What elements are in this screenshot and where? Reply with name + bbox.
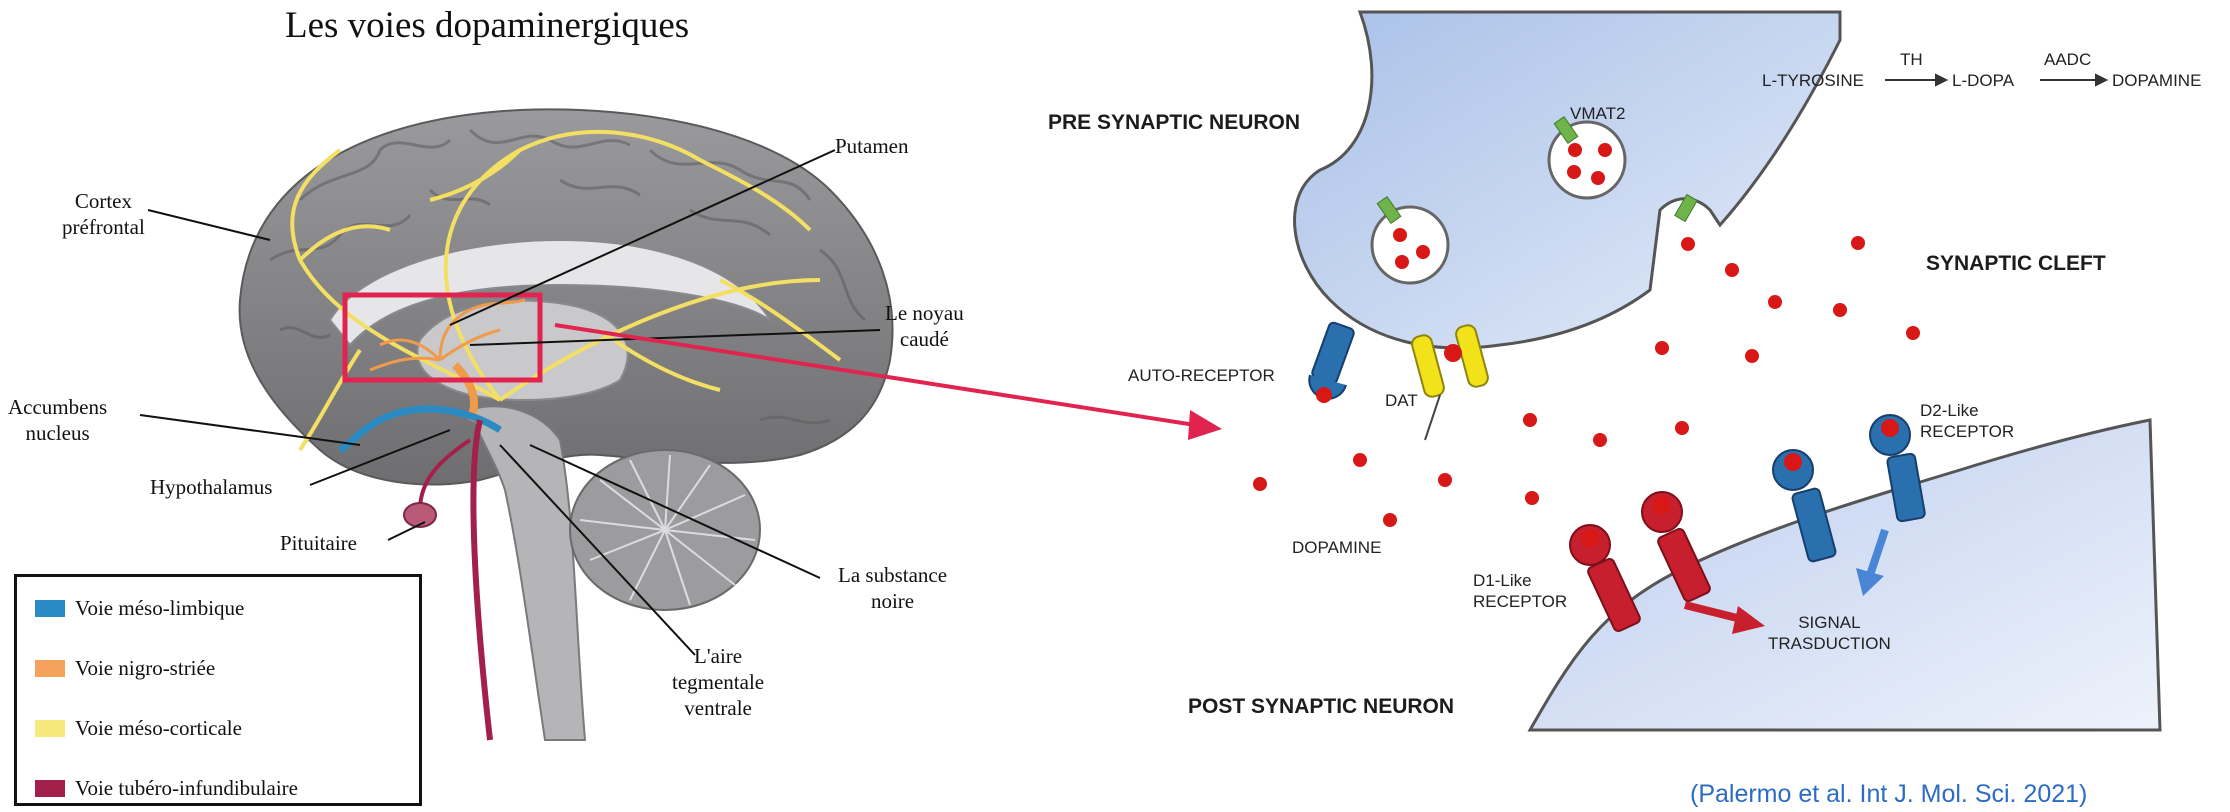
label-post-synaptic: POST SYNAPTIC NEURON [1188,695,1454,719]
label-noyau-caude: Le noyau caudé [885,300,964,352]
label-dopamine: DOPAMINE [1292,537,1381,558]
label-signal-transduction: SIGNAL TRASDUCTION [1768,612,1891,654]
pathway-step-l-dopa: L-DOPA [1952,70,2014,91]
label-d1-receptor: D1-Like RECEPTOR [1473,570,1567,612]
label-aire-tegmentale: L'aire tegmentale ventrale [672,643,764,721]
label-hypothalamus: Hypothalamus [150,474,272,500]
legend-swatch [35,660,65,677]
legend-label: Voie tubéro-infundibulaire [75,776,298,801]
legend-swatch [35,780,65,797]
citation: (Palermo et al. Int J. Mol. Sci. 2021) [1690,780,2087,809]
legend: Voie méso-limbique Voie nigro-striée Voi… [14,574,422,806]
pathway-step-l-tyrosine: L-TYROSINE [1762,70,1864,91]
label-pre-synaptic: PRE SYNAPTIC NEURON [1048,111,1300,135]
legend-swatch [35,600,65,617]
legend-swatch [35,720,65,737]
label-pituitaire: Pituitaire [280,530,357,556]
legend-item: Voie méso-limbique [35,593,244,623]
label-dat: DAT [1385,390,1418,411]
label-substance-noire: La substance noire [838,562,947,614]
legend-label: Voie méso-corticale [75,716,242,741]
legend-item: Voie nigro-striée [35,653,215,683]
label-synaptic-cleft: SYNAPTIC CLEFT [1926,252,2106,276]
label-cortex: Cortex préfrontal [62,188,145,240]
pathway-step-dopamine: DOPAMINE [2112,70,2201,91]
legend-item: Voie tubéro-infundibulaire [35,773,298,803]
label-putamen: Putamen [835,133,909,159]
label-vmat2: VMAT2 [1570,103,1625,124]
pathway-enzyme-aadc: AADC [2044,49,2091,70]
label-accumbens: Accumbens nucleus [8,394,107,446]
label-d2-receptor: D2-Like RECEPTOR [1920,400,2014,442]
legend-label: Voie méso-limbique [75,596,244,621]
label-auto-receptor: AUTO-RECEPTOR [1128,365,1275,386]
figure-title: Les voies dopaminergiques [285,6,689,46]
pathway-enzyme-th: TH [1900,49,1923,70]
legend-label: Voie nigro-striée [75,656,215,681]
legend-item: Voie méso-corticale [35,713,242,743]
